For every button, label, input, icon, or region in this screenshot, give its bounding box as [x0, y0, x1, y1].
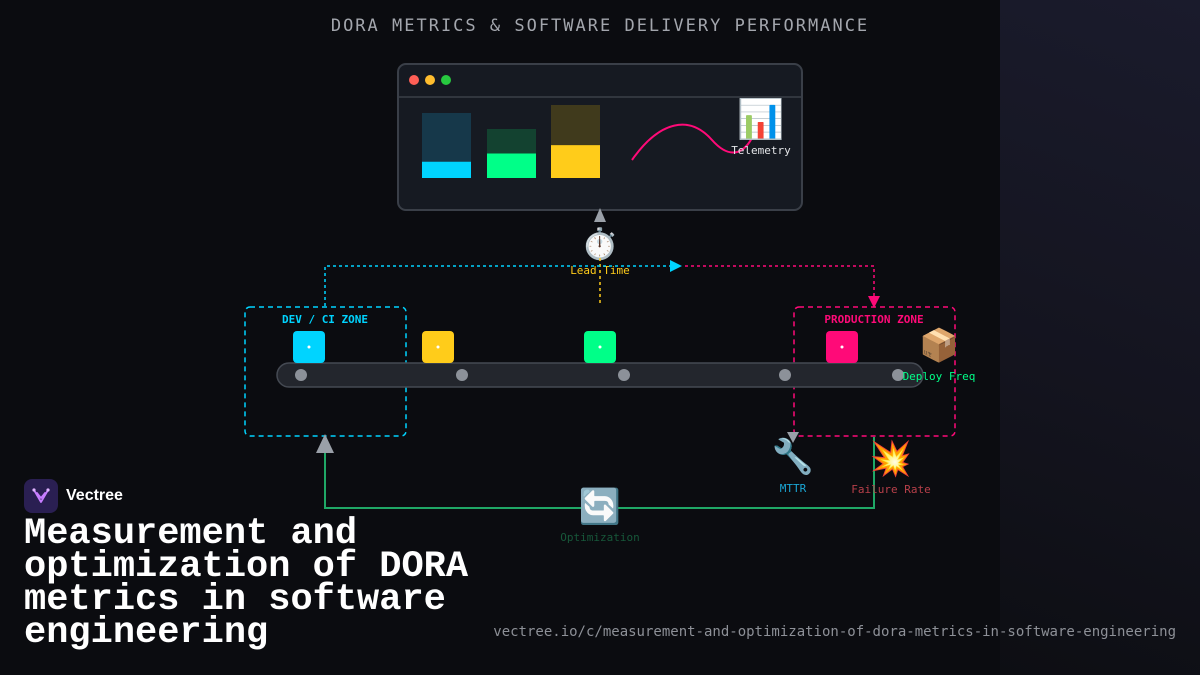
- telemetry-curve: [631, 123, 753, 161]
- lead-to-prod-connector: [685, 265, 875, 298]
- window-dot-close[interactable]: [409, 75, 419, 85]
- block-dot-icon: [598, 345, 602, 349]
- rail-node: [456, 369, 468, 381]
- mttr-label: MTTR: [780, 482, 807, 495]
- rail-node: [779, 369, 791, 381]
- package-icon: 📦: [919, 326, 959, 364]
- wrench-icon: 🔧: [772, 436, 814, 477]
- optimization-label: Optimization: [560, 531, 639, 544]
- arrow-up-icon: [316, 434, 334, 453]
- brand-name[interactable]: Vectree: [66, 487, 123, 504]
- dashboard-bar-fill: [551, 145, 600, 178]
- deploy-freq-metric: 📦 Deploy Freq: [903, 326, 976, 383]
- deploy-freq-label: Deploy Freq: [903, 370, 976, 383]
- pipeline-rail: [276, 362, 924, 388]
- arrow-down-icon: [787, 432, 799, 443]
- dashboard-window: 📊 Telemetry: [397, 63, 803, 211]
- cyan-arrowhead-icon: [670, 260, 682, 272]
- cycle-arrows-icon: 🔄: [579, 487, 621, 527]
- failure-rate-label: Failure Rate: [851, 483, 930, 496]
- brand: Vectree: [24, 479, 123, 513]
- dashboard-bar-fill: [422, 161, 471, 178]
- lead-time-metric: ⏱️ Lead Time: [570, 208, 630, 306]
- block-dot-icon: [436, 345, 440, 349]
- pink-arrowhead-icon: [868, 296, 880, 308]
- pipeline-blocks: [293, 331, 858, 363]
- arrow-up-icon: [594, 208, 606, 222]
- rail-node: [295, 369, 307, 381]
- dev-to-lead-connector: [324, 265, 680, 306]
- bar-chart-icon: 📊: [737, 97, 784, 141]
- dashboard-bars: [422, 105, 600, 178]
- dashboard-bar-fill: [487, 153, 536, 178]
- page-title: DORA METRICS & SOFTWARE DELIVERY PERFORM…: [330, 16, 870, 36]
- page-url[interactable]: vectree.io/c/measurement-and-optimizatio…: [493, 624, 1176, 640]
- stopwatch-icon: ⏱️: [581, 226, 618, 262]
- production-zone: PRODUCTION ZONE: [793, 306, 956, 437]
- vectree-logo-mark: [32, 488, 50, 503]
- rail-node: [892, 369, 904, 381]
- mttr-metric: 🔧 MTTR: [772, 432, 814, 495]
- optimization-loop: 🔄 Optimization: [316, 434, 875, 544]
- telemetry-label: Telemetry: [731, 144, 791, 157]
- lead-time-label: Lead Time: [570, 264, 630, 277]
- failure-rate-metric: 💥 Failure Rate: [851, 439, 930, 496]
- production-zone-label: PRODUCTION ZONE: [824, 313, 923, 326]
- vectree-logo-icon[interactable]: [24, 479, 58, 513]
- block-dot-icon: [307, 345, 311, 349]
- window-dot-minimize[interactable]: [425, 75, 435, 85]
- optimization-loop-line: [324, 437, 875, 509]
- window-dot-maximize[interactable]: [441, 75, 451, 85]
- rail-node: [618, 369, 630, 381]
- block-dot-icon: [840, 345, 844, 349]
- headline: Measurement and optimization of DORA met…: [24, 513, 469, 654]
- dev-zone-label: DEV / CI ZONE: [282, 313, 368, 326]
- collision-icon: 💥: [870, 439, 912, 479]
- background-glow: [1000, 0, 1200, 675]
